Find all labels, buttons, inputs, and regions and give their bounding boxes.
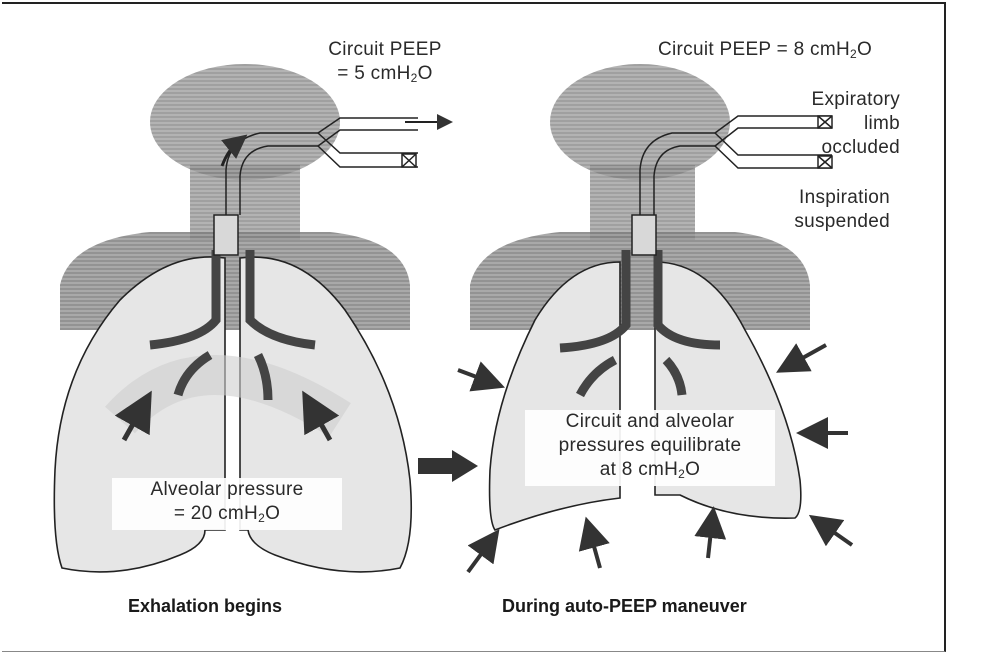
left-pressure-arrows: [114, 390, 340, 442]
inspiration-suspended-label: Inspiration suspended: [794, 187, 890, 232]
transition-arrow: [418, 450, 478, 482]
left-caption: Exhalation begins: [128, 596, 283, 616]
right-external-pressure-arrows: [457, 343, 854, 574]
expiratory-limb-label: Expiratory limb occluded: [811, 89, 900, 158]
right-ventilator-circuit: [639, 115, 833, 215]
right-circuit-peep-label: Circuit PEEP = 8 cmH2O: [658, 39, 873, 61]
left-ventilator-circuit: [220, 114, 453, 215]
right-airway: [559, 214, 721, 398]
left-circuit-peep-label: Circuit PEEP = 5 cmH2O: [328, 39, 442, 85]
right-caption: During auto-PEEP maneuver: [502, 596, 747, 616]
figure-frame: [2, 2, 946, 652]
equilibrate-label: Circuit and alveolar pressures equilibra…: [525, 410, 775, 486]
left-airway: [149, 214, 316, 401]
left-body-silhouette: [60, 64, 410, 330]
alveolar-pressure-label: Alveolar pressure = 20 cmH2O: [112, 478, 342, 530]
